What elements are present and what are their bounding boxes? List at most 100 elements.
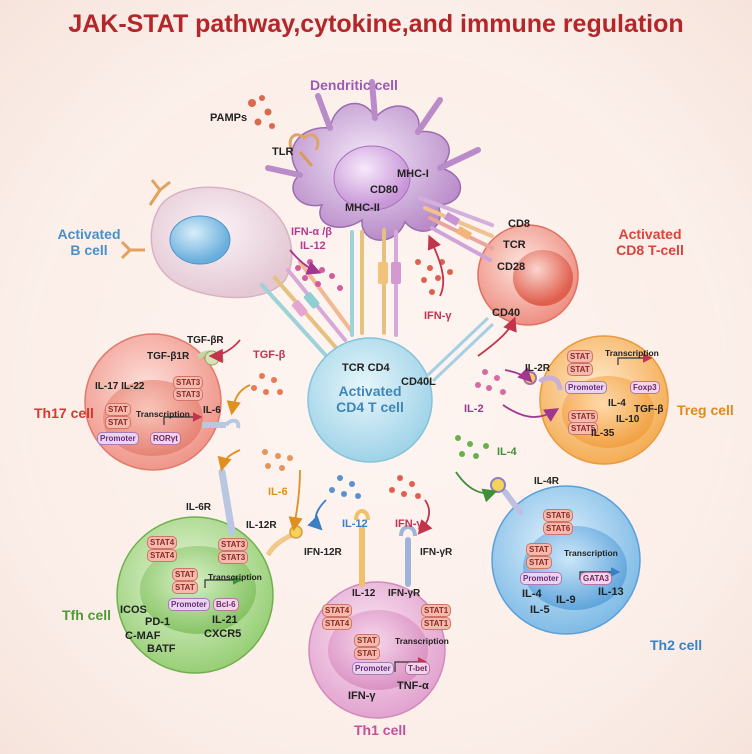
- cd4-label-line2: CD4 T cell: [336, 399, 404, 415]
- treg-il10-label: IL-10: [616, 414, 640, 425]
- th17-transcription-label: Transcription: [136, 409, 190, 419]
- cd28-label: CD28: [497, 261, 526, 273]
- th1-transcription-label: Transcription: [395, 636, 449, 646]
- treg-stat-tag: STAT: [567, 363, 593, 376]
- tfh-batf-label: BATF: [147, 643, 176, 655]
- tfh-cxcr5-label: CXCR5: [204, 628, 242, 640]
- th1-tnfa-label: TNF-α: [397, 680, 429, 692]
- il4-label: IL-4: [497, 446, 517, 458]
- tfh-stat4-tag: STAT4: [147, 549, 178, 562]
- th2-il13-label: IL-13: [598, 586, 624, 598]
- ifn-g-mid-label: IFN-γ: [395, 518, 423, 530]
- cd8-tcr-label: TCR: [503, 239, 526, 251]
- th1-stat4-tag: STAT4: [322, 617, 353, 630]
- cd40-label: CD40: [492, 307, 521, 319]
- th17-tgfb1r-label: TGF-β1R: [147, 351, 190, 362]
- treg-il2r-label: IL-2R: [525, 363, 550, 374]
- treg-stat5-tag: STAT5: [568, 422, 599, 435]
- th17-stat3-tag: STAT3: [173, 388, 204, 401]
- th1-stat4-tag: STAT4: [322, 604, 353, 617]
- th2-il9-label: IL-9: [556, 594, 576, 606]
- th2-stat-tag: STAT: [526, 556, 552, 569]
- th2-il4r-label: IL-4R: [534, 476, 559, 487]
- treg-label: Treg cell: [677, 402, 734, 418]
- tfh-promoter: Promoter: [168, 598, 210, 611]
- signal-arrows: [208, 234, 560, 535]
- th2-stat6-tag: STAT6: [543, 522, 574, 535]
- ifn-ab-label: IFN-α /β: [291, 226, 332, 238]
- tfh-stat-tag: STAT: [172, 581, 198, 594]
- dc-cd8-receptors: [418, 196, 494, 262]
- cd8-label-line1: Activated: [618, 226, 682, 242]
- page-title: JAK-STAT pathway,cytokine,and immune reg…: [68, 10, 684, 38]
- th1-il12-label: IL-12: [352, 588, 376, 599]
- tfh-stat3-tag: STAT3: [218, 538, 249, 551]
- tfh-transcription-label: Transcription: [208, 572, 262, 582]
- il6-label: IL-6: [268, 486, 288, 498]
- th2-gata3-gene: GATA3: [580, 572, 612, 585]
- cd80-label: CD80: [370, 184, 399, 196]
- dendritic-cell: [265, 79, 481, 241]
- il2-label: IL-2: [464, 403, 484, 415]
- cd8-t-cell: [477, 224, 579, 326]
- cd40l-label: CD40L: [401, 376, 436, 388]
- b-cell-label-line2: B cell: [70, 242, 108, 258]
- th2-transcription-label: Transcription: [564, 548, 618, 558]
- tgfb-label: TGF-β: [253, 349, 286, 361]
- cd4-t-cell: [307, 337, 433, 463]
- tfh-label: Tfh cell: [62, 607, 112, 623]
- th1-label: Th1 cell: [354, 722, 407, 738]
- th17-stat-tag: STAT: [105, 416, 131, 429]
- dc-cd4-receptors: [350, 228, 401, 337]
- th1-ifng-label: IFN-γ: [348, 690, 376, 702]
- treg-foxp3-gene: Foxp3: [630, 381, 660, 394]
- th17-il6-label: IL-6: [203, 405, 221, 416]
- cd8-label-line2: CD8 T-cell: [616, 242, 684, 258]
- ifn-g-top-label: IFN-γ: [424, 310, 452, 322]
- il12-top-label: IL-12: [300, 240, 326, 252]
- cd4-label-line1: Activated: [338, 383, 402, 399]
- tfh-il12r-label: IL-12R: [246, 520, 277, 531]
- tfh-stat-tag: STAT: [172, 568, 198, 581]
- tfh-pd1-label: PD-1: [145, 616, 171, 628]
- treg-il4-label: IL-4: [608, 398, 626, 409]
- dendritic-cell-label: Dendritic cell: [310, 77, 398, 93]
- th2-label: Th2 cell: [650, 637, 703, 653]
- th1-stat-tag: STAT: [354, 634, 380, 647]
- pamps-particles: [248, 95, 275, 129]
- th2-il5-label: IL-5: [530, 604, 550, 616]
- th1-ifngr-label: IFN-γR: [388, 588, 421, 599]
- pamps-label: PAMPs: [210, 112, 248, 124]
- th2-stat-tag: STAT: [526, 543, 552, 556]
- cd8-marker-label: CD8: [508, 218, 531, 230]
- treg-promoter: Promoter: [565, 381, 607, 394]
- th1-tbet-gene: T-bet: [405, 662, 431, 675]
- th17-stat-tag: STAT: [105, 403, 131, 416]
- cytokine-particles: [251, 259, 506, 499]
- th1-stat1-tag: STAT1: [421, 604, 452, 617]
- treg-tgfb-label: TGF-β: [634, 404, 664, 415]
- th2-stat6-tag: STAT6: [543, 509, 574, 522]
- b-cell: [120, 179, 293, 299]
- th1-promoter: Promoter: [352, 662, 394, 675]
- tfh-stat3-tag: STAT3: [218, 551, 249, 564]
- b-cell-label-line1: Activated: [57, 226, 121, 242]
- il12-mid-label: IL-12: [342, 518, 368, 530]
- th1-stat1-tag: STAT1: [421, 617, 452, 630]
- th17-label: Th17 cell: [34, 405, 94, 421]
- th17-il17-il22-label: IL-17 IL-22: [95, 381, 145, 392]
- tfh-il21-label: IL-21: [212, 614, 238, 626]
- th17-promoter: Promoter: [97, 432, 139, 445]
- tcr-cd4-label: TCR CD4: [342, 362, 390, 374]
- mhc2-label: MHC-II: [345, 202, 380, 214]
- th1-ifngr-top-label: IFN-γR: [420, 547, 453, 558]
- th1-stat-tag: STAT: [354, 647, 380, 660]
- tlr-receptor: [288, 133, 320, 167]
- th1-ifn12r-label: IFN-12R: [304, 547, 342, 558]
- th17-rorgt-gene: RORγt: [150, 432, 181, 445]
- treg-stat-tag: STAT: [567, 350, 593, 363]
- tfh-icos-label: ICOS: [120, 604, 147, 616]
- th2-promoter: Promoter: [520, 572, 562, 585]
- tfh-il6r-label: IL-6R: [186, 502, 211, 513]
